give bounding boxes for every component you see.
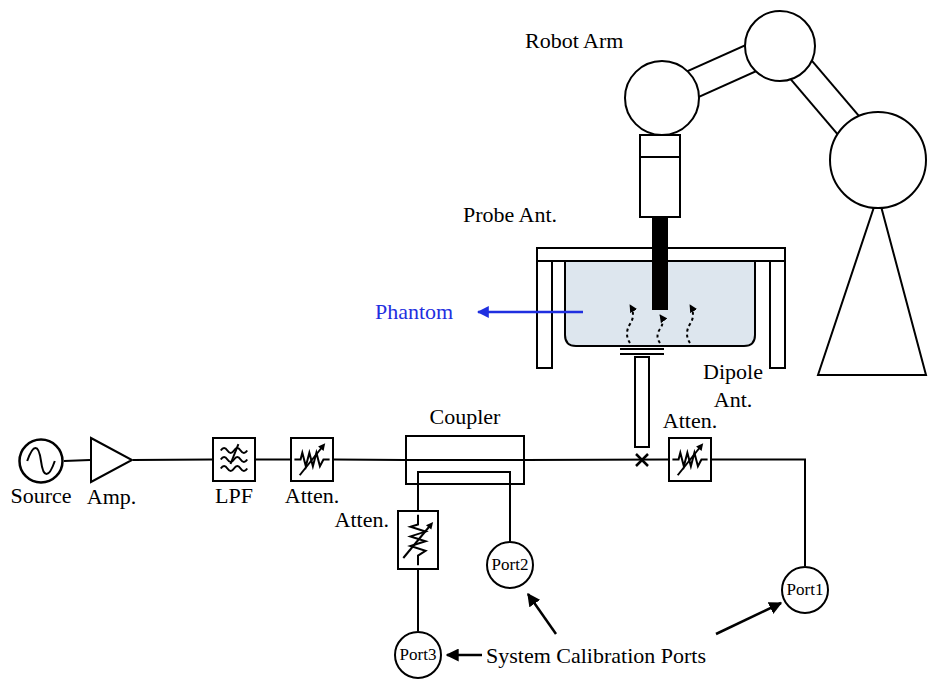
port-circle: Port1 — [781, 566, 829, 614]
part-name: LPF — [215, 484, 253, 508]
attenuator-box-outline — [397, 510, 439, 570]
part-name: Atten. — [285, 484, 339, 508]
part-name: Amp. — [87, 485, 137, 509]
port-name: Port3 — [400, 646, 437, 665]
amplifier-symbol: Amp. — [90, 437, 133, 483]
port-name: Port2 — [492, 556, 529, 575]
dipole-antenna — [620, 349, 664, 466]
part-name: Atten. — [335, 508, 389, 532]
label-text: Probe Ant. — [463, 202, 557, 227]
connector-line — [417, 570, 419, 631]
probe-antenna — [652, 217, 668, 310]
part-name: Coupler — [430, 405, 501, 429]
connector-line — [525, 459, 668, 462]
label-text: Dipole Ant. — [697, 358, 769, 414]
phantom-pointer — [478, 311, 583, 314]
attenuator-box: Atten. — [668, 437, 712, 482]
attenuator-box-outline — [290, 437, 334, 482]
connector-line — [509, 485, 511, 541]
field-arrows — [627, 305, 693, 343]
connector-line — [417, 485, 419, 510]
connector-line — [712, 460, 805, 567]
part-name: Atten. — [663, 409, 717, 433]
label-text: System Calibration Ports — [486, 643, 706, 668]
coupler-box: Coupler — [405, 435, 525, 485]
port-circle: Port2 — [486, 541, 534, 589]
filter-box-outline — [212, 437, 256, 482]
coupler-box-outline — [405, 435, 525, 485]
connector-line — [64, 460, 90, 461]
attenuator-box-outline — [668, 437, 712, 482]
port-circle: Port3 — [394, 631, 442, 679]
port-name: Port1 — [787, 581, 824, 600]
connector-line — [133, 459, 212, 462]
attenuator-box: Atten. — [397, 510, 439, 570]
label-text: Robot Arm — [525, 28, 623, 53]
source-symbol: Source — [18, 438, 64, 484]
filter-box: LPF — [212, 437, 256, 482]
label-text: Phantom — [375, 299, 453, 324]
part-name: Source — [10, 484, 71, 508]
amplifier-symbol-outline — [90, 437, 133, 483]
connector-line — [256, 459, 290, 461]
source-symbol-outline — [18, 438, 64, 484]
connector-line — [334, 459, 405, 462]
attenuator-box: Atten. — [290, 437, 334, 482]
